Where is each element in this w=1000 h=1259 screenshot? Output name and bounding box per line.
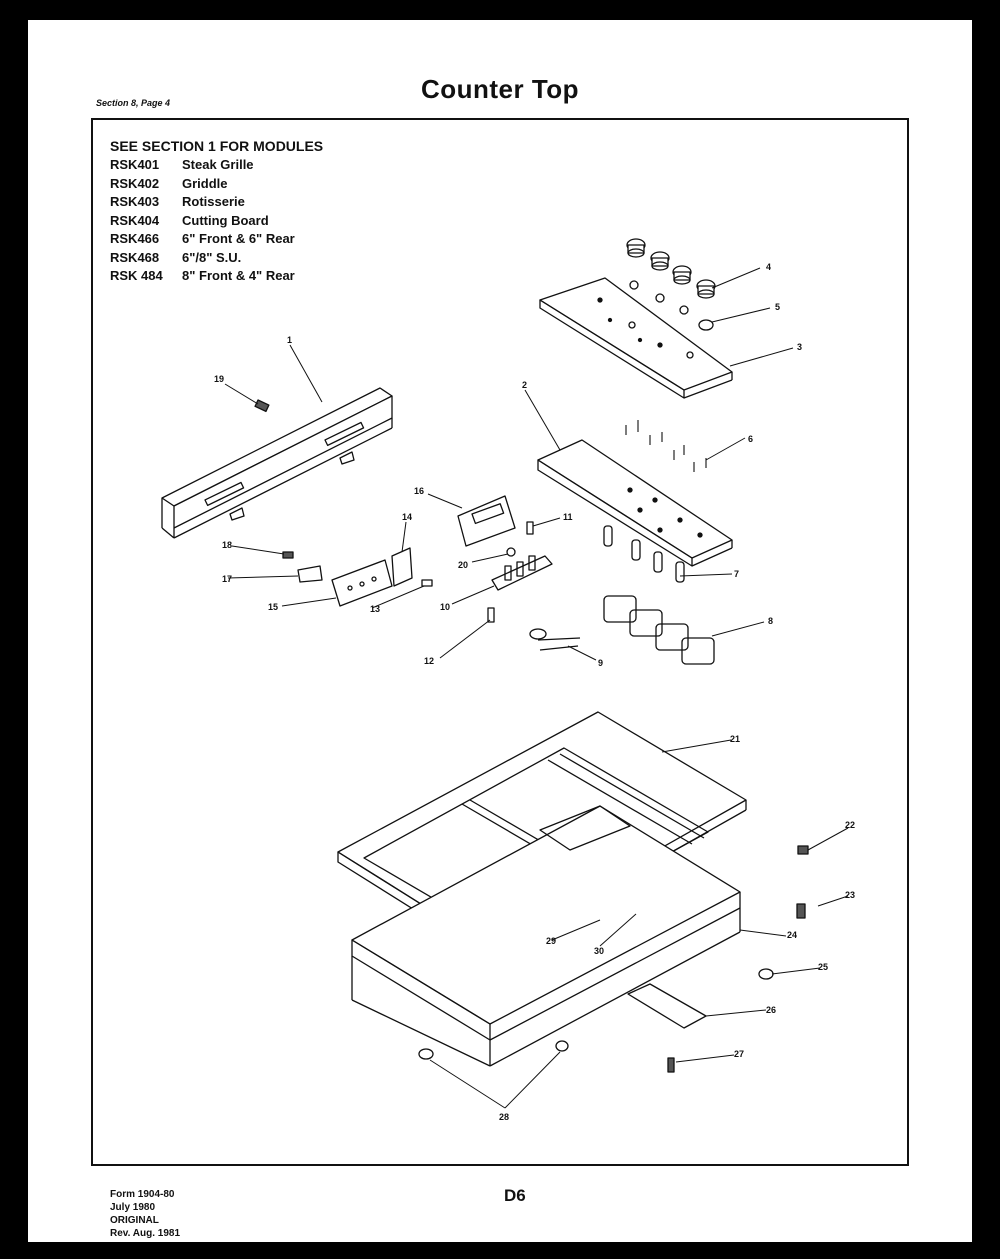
module-code: RSK404 [110, 212, 160, 228]
module-code: RSK466 [110, 231, 160, 246]
part-terminal-block [491, 555, 553, 591]
callout-13: 13 [370, 604, 380, 614]
part-knob-bezel [698, 319, 714, 331]
callout-26: 26 [766, 1005, 776, 1015]
leader-lines [224, 267, 849, 1109]
page-code: D6 [504, 1186, 526, 1205]
page-sheet [28, 20, 972, 1242]
module-code: RSK402 [110, 175, 160, 191]
part-front-rail [161, 387, 393, 539]
modules-list: SEE SECTION 1 FOR MODULES RSK401 Steak Gr… [110, 138, 323, 287]
part-control-panel [539, 277, 733, 399]
module-row: RSK402 Griddle [110, 176, 323, 195]
form-number: Form 1904-80 [110, 1189, 175, 1200]
form-status: ORIGINAL [110, 1215, 159, 1226]
module-code: RSK468 [110, 249, 160, 265]
callout-5: 5 [775, 302, 780, 312]
callout-27: 27 [734, 1049, 744, 1059]
part-valves [603, 525, 685, 583]
callout-25: 25 [818, 962, 828, 972]
module-row: RSK466 6" Front & 6" Rear [110, 231, 323, 250]
callout-19: 19 [214, 374, 224, 384]
form-revision: Rev. Aug. 1981 [110, 1228, 181, 1239]
callout-2: 2 [522, 380, 527, 390]
callout-18: 18 [222, 540, 232, 550]
diagram-frame [91, 118, 909, 1166]
part-small-fasteners [487, 521, 534, 623]
section-label: Section 8, Page 4 [96, 98, 171, 108]
part-screw-19 [254, 399, 270, 413]
module-code: RSK401 [110, 157, 160, 172]
callout-22: 22 [845, 820, 855, 830]
callout-6: 6 [748, 434, 753, 444]
callout-10: 10 [440, 602, 450, 612]
callout-20: 20 [458, 560, 468, 570]
callout-1: 1 [287, 335, 292, 345]
module-desc: Steak Grille [182, 157, 254, 172]
part-blocks [603, 595, 715, 665]
part-receptacle-15 [331, 547, 413, 607]
module-desc: Cutting Board [182, 212, 269, 228]
form-info: Form 1904-80 July 1980 ORIGINAL Rev. Aug… [110, 1188, 180, 1240]
callout-11: 11 [563, 512, 573, 522]
part-burner-box [351, 805, 741, 1067]
callout-29: 29 [546, 936, 556, 946]
module-code: RSK 484 [110, 268, 163, 283]
module-desc: Rotisserie [182, 194, 245, 209]
callout-labels: 1 2 3 4 5 6 7 8 9 10 11 12 13 14 15 16 1… [214, 262, 855, 1122]
callout-15: 15 [268, 602, 278, 612]
callout-16: 16 [414, 486, 424, 496]
module-desc: 8" Front & 4" Rear [182, 268, 295, 283]
callout-14: 14 [402, 512, 412, 522]
module-row: RSK 484 8" Front & 4" Rear [110, 268, 323, 287]
page-title: Counter Top [420, 74, 580, 104]
module-row: RSK401 Steak Grille [110, 157, 323, 176]
module-row: RSK403 Rotisserie [110, 194, 323, 213]
callout-24: 24 [787, 930, 797, 940]
form-date: July 1980 [110, 1202, 156, 1213]
callout-17: 17 [222, 574, 232, 584]
part-plate-26 [627, 983, 707, 1029]
module-code: RSK403 [110, 194, 160, 209]
callout-23: 23 [845, 890, 855, 900]
callout-9: 9 [598, 658, 603, 668]
callout-28: 28 [499, 1112, 509, 1122]
part-igniter [529, 628, 581, 651]
callout-7: 7 [734, 569, 739, 579]
part-receptacle-16 [457, 495, 516, 547]
part-valve-panel [537, 439, 733, 567]
module-desc: Griddle [182, 175, 228, 191]
module-row: RSK468 6"/8" S.U. [110, 250, 323, 269]
module-row: RSK404 Cutting Board [110, 213, 323, 232]
callout-3: 3 [797, 342, 802, 352]
callout-4: 4 [766, 262, 771, 272]
callout-21: 21 [730, 734, 740, 744]
module-desc: 6" Front & 6" Rear [182, 231, 295, 246]
callout-8: 8 [768, 616, 773, 626]
callout-12: 12 [424, 656, 434, 666]
part-clip-17 [282, 551, 433, 587]
modules-heading: SEE SECTION 1 FOR MODULES [110, 138, 324, 154]
part-knobs [626, 238, 716, 315]
callout-30: 30 [594, 946, 604, 956]
module-desc: 6"/8" S.U. [182, 249, 242, 265]
part-screws-6 [625, 420, 707, 472]
